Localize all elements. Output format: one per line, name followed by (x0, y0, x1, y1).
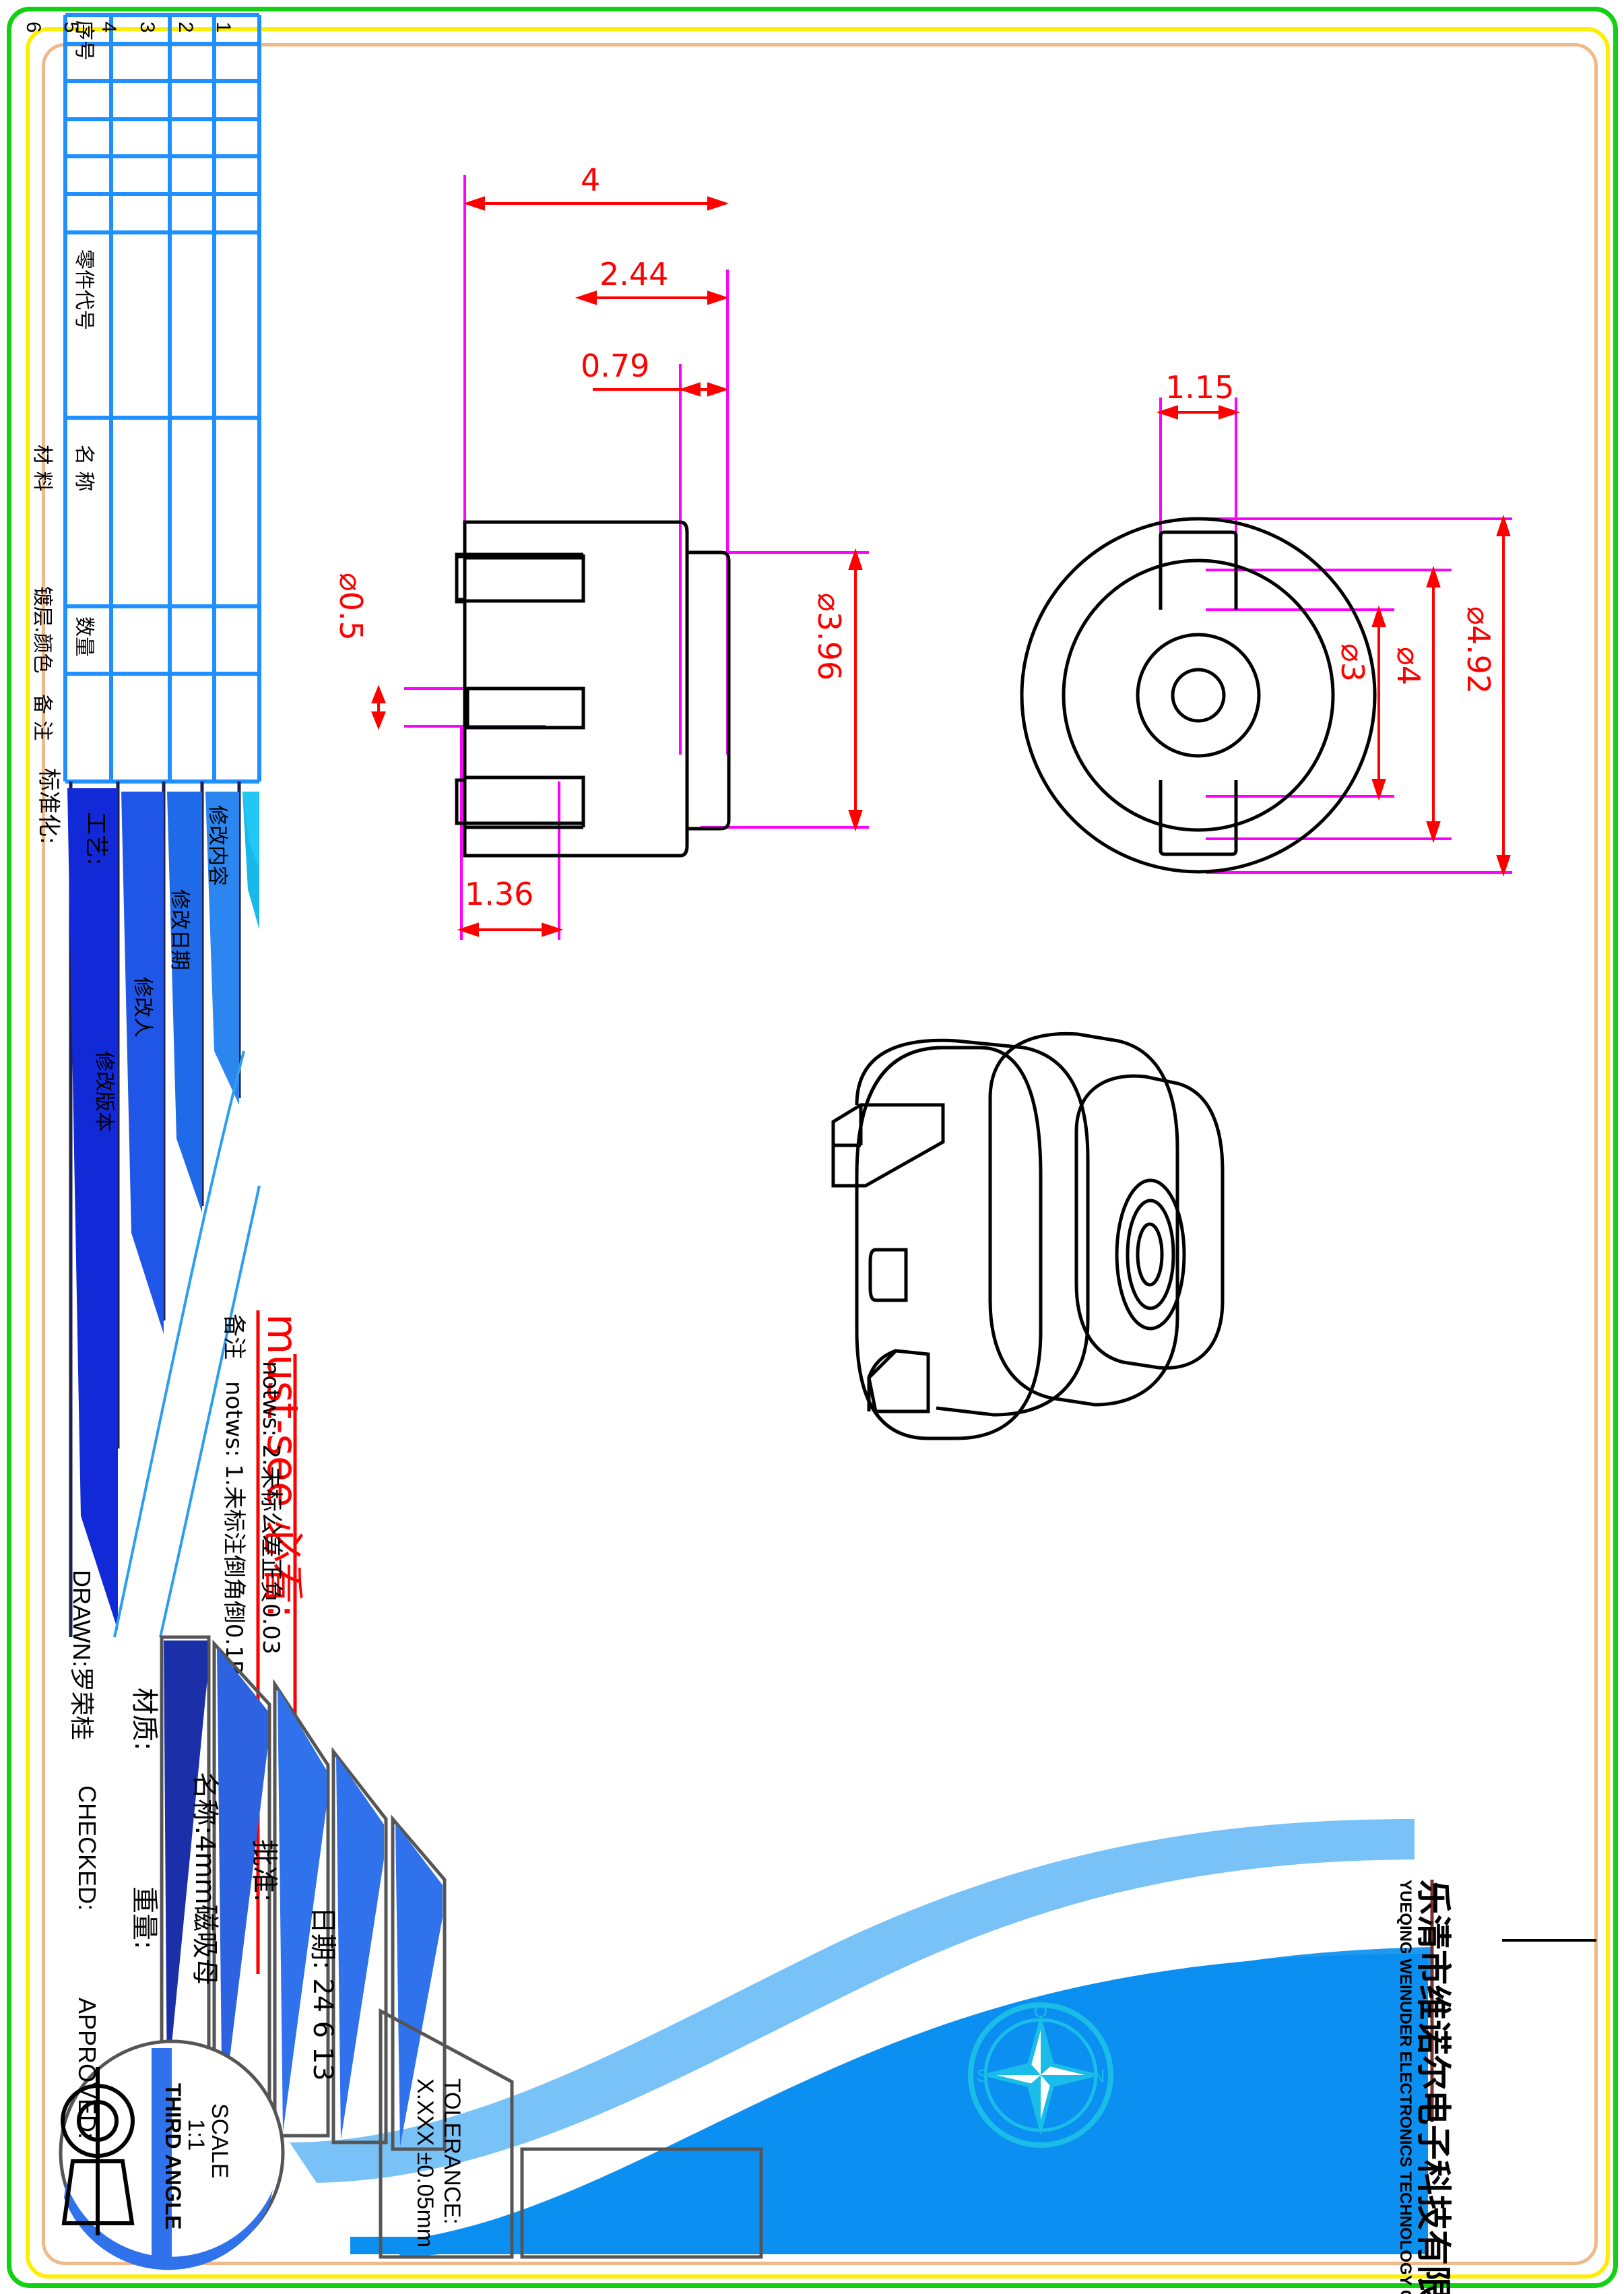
dim-key-width: 1.15 (1165, 369, 1235, 406)
svg-text:N: N (1093, 2066, 1105, 2086)
dim-side-step: 0.79 (581, 348, 650, 384)
dim-side-body: 2.44 (599, 256, 669, 292)
svg-text:S: S (977, 2066, 988, 2086)
svg-text:O: O (1034, 2001, 1047, 2021)
dim-pin-length: 1.36 (465, 876, 534, 912)
dim-side-overall: 4 (581, 162, 601, 198)
